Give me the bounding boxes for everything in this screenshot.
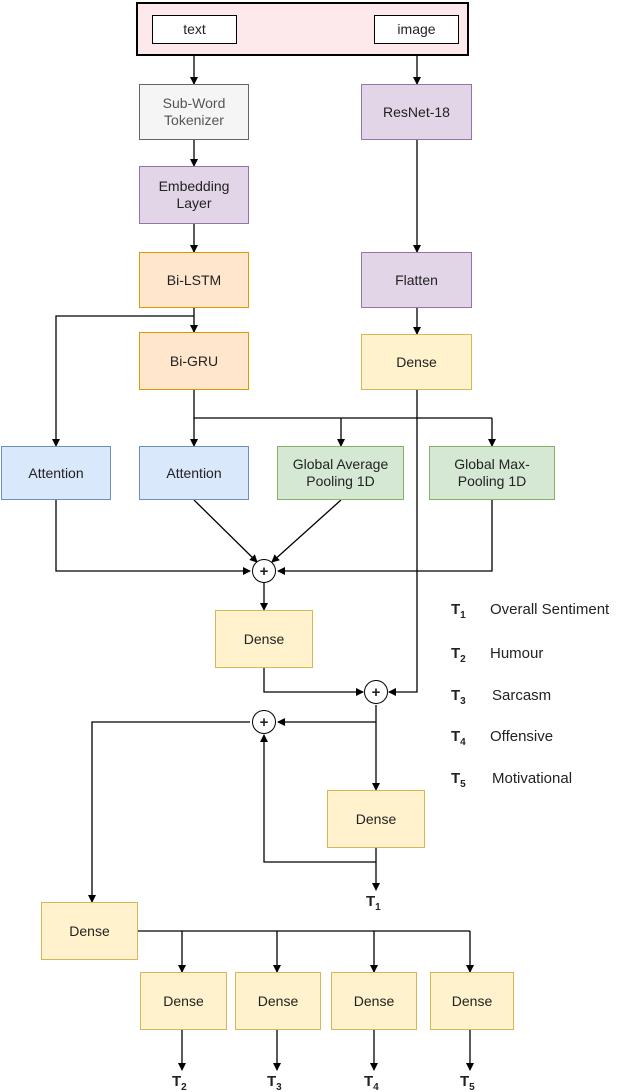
bigru-block: Bi-GRU <box>139 332 249 390</box>
legend-label: Offensive <box>490 728 554 745</box>
edge-sum-left-to-shared-dense <box>88 721 250 903</box>
edge-attention-2-to-sum <box>193 499 258 563</box>
output-t3: T3 <box>267 1073 282 1092</box>
image-dense-block: Dense <box>361 334 472 390</box>
legend-label: Humour <box>490 645 544 662</box>
edge-global-avg-to-sum <box>271 499 342 563</box>
output-t1: T1 <box>366 893 381 913</box>
attention-block-2: Attention <box>139 446 249 500</box>
embedding-layer-block: Embedding Layer <box>139 166 249 224</box>
head-dense-block-2: Dense <box>140 972 227 1030</box>
legend-label: Sarcasm <box>492 687 552 704</box>
fusion-plus-node: + <box>364 680 388 704</box>
image-input-box: image <box>374 15 459 44</box>
residual-sum-node: + <box>252 710 276 734</box>
legend-label: Motivational <box>492 770 573 787</box>
edge-bigru-bus <box>193 390 492 419</box>
subword-tokenizer-block: Sub-Word Tokenizer <box>139 84 249 140</box>
edge-bilstm-to-attention-1 <box>52 315 194 447</box>
fused-text-dense-block: Dense <box>215 610 313 668</box>
output-t5: T5 <box>460 1073 475 1092</box>
output-t2: T2 <box>172 1073 187 1092</box>
edge-feedback-to-sum-left <box>260 734 376 863</box>
resnet18-block: ResNet-18 <box>361 84 472 140</box>
edge-dense-to-plus <box>263 668 364 696</box>
global-max-pooling-block: Global Max- Pooling 1D <box>429 446 555 500</box>
edge-image-dense-to-plus <box>388 390 418 696</box>
bilstm-block: Bi-LSTM <box>139 252 249 308</box>
global-average-pooling-block: Global Average Pooling 1D <box>277 446 404 500</box>
edge-global-max-to-sum <box>277 500 493 575</box>
head-dense-block-5: Dense <box>430 972 514 1030</box>
output-t4: T4 <box>364 1073 379 1092</box>
head-dense-block-4: Dense <box>331 972 417 1030</box>
t1-dense-block: Dense <box>327 790 425 848</box>
attention-block-1: Attention <box>1 446 111 500</box>
legend-label: Overall Sentiment <box>490 601 610 618</box>
shared-dense-block: Dense <box>41 902 138 960</box>
concat-node: + <box>252 559 276 583</box>
flatten-block: Flatten <box>361 252 472 308</box>
edge-attention-1-to-sum <box>55 500 251 575</box>
head-dense-block-3: Dense <box>235 972 321 1030</box>
text-input-box: text <box>152 15 237 44</box>
